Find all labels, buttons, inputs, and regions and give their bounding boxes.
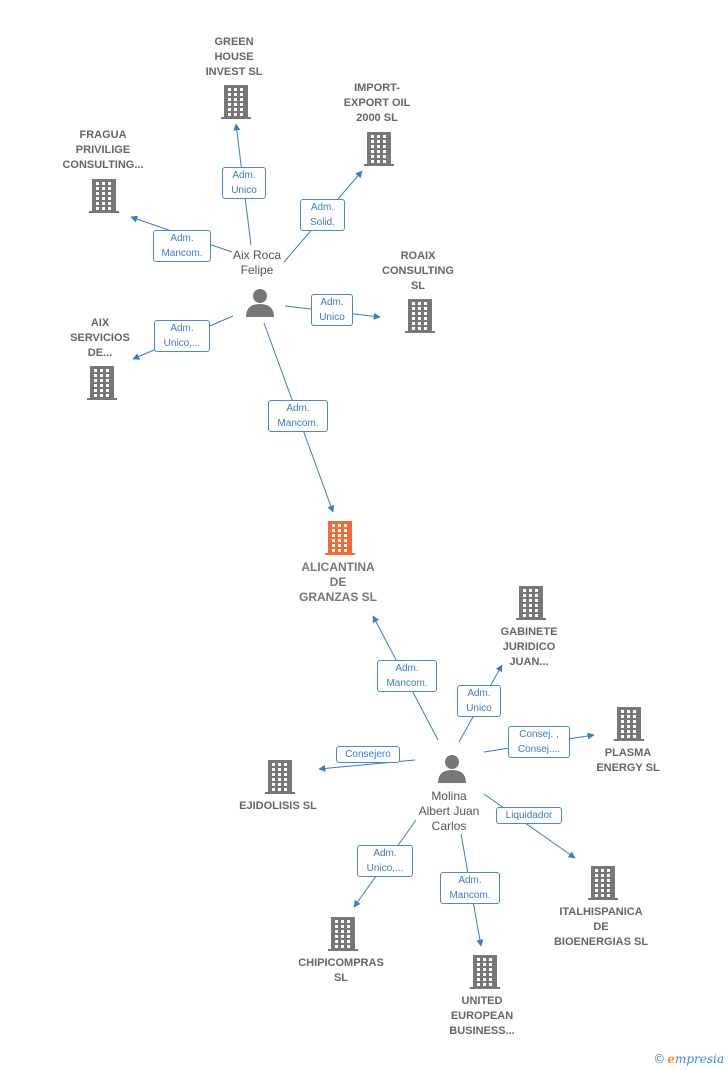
company-label-alicantina[interactable]: ALICANTINA DE GRANZAS SL bbox=[299, 560, 377, 604]
company-label-green-house[interactable]: GREEN HOUSE INVEST SL bbox=[205, 36, 263, 78]
relation-label: Adm. Unico bbox=[311, 294, 353, 326]
relation-label: Adm. Mancom. bbox=[440, 872, 500, 904]
building-icon[interactable] bbox=[328, 917, 358, 951]
relation-label: Adm. Mancom. bbox=[153, 230, 211, 262]
copyright-icon: © bbox=[653, 1052, 666, 1066]
empresia-logo[interactable]: ©empresia bbox=[653, 1052, 724, 1066]
company-label-aix-servicios[interactable]: AIX SERVICIOS DE... bbox=[70, 317, 130, 359]
company-label-gabinete[interactable]: GABINETE JURIDICO JUAN... bbox=[500, 626, 558, 668]
building-icon-focus[interactable] bbox=[325, 521, 355, 555]
building-icon[interactable] bbox=[516, 586, 546, 620]
building-icon[interactable] bbox=[87, 366, 117, 400]
building-icon[interactable] bbox=[588, 866, 618, 900]
person-icon[interactable] bbox=[246, 289, 274, 317]
relation-label: Liquidador bbox=[496, 807, 562, 824]
company-label-chipicompras[interactable]: CHIPICOMPRAS SL bbox=[298, 957, 384, 984]
building-icon[interactable] bbox=[614, 707, 644, 741]
relation-label: Adm. Mancom. bbox=[377, 660, 437, 692]
relation-label: Adm. Solid. bbox=[300, 199, 345, 231]
person-label-aix-roca[interactable]: Aix Roca Felipe bbox=[232, 248, 282, 277]
relation-label: Adm. Unico,... bbox=[154, 320, 210, 352]
company-label-italhispanica[interactable]: ITALHISPANICA DE BIOENERGIAS SL bbox=[553, 906, 649, 948]
company-label-roaix[interactable]: ROAIX CONSULTING SL bbox=[382, 250, 454, 292]
relation-label: Adm. Mancom. bbox=[268, 400, 328, 432]
company-label-united[interactable]: UNITED EUROPEAN BUSINESS... bbox=[449, 995, 515, 1037]
building-icon[interactable] bbox=[470, 955, 500, 989]
building-icon[interactable] bbox=[364, 132, 394, 166]
person-icon[interactable] bbox=[438, 755, 466, 783]
company-label-plasma[interactable]: PLASMA ENERGY SL bbox=[596, 747, 660, 774]
relation-edge bbox=[483, 793, 576, 859]
company-label-import-export[interactable]: IMPORT- EXPORT OIL 2000 SL bbox=[343, 82, 411, 124]
relation-label: Adm. Unico bbox=[222, 167, 266, 199]
relation-label: Adm. Unico,... bbox=[357, 845, 413, 877]
building-icon[interactable] bbox=[221, 85, 251, 119]
relation-label: Consejero bbox=[336, 746, 400, 763]
company-label-ejidolisis[interactable]: EJIDOLISIS SL bbox=[239, 800, 317, 812]
relation-label: Consej. , Consej.... bbox=[508, 726, 570, 758]
building-icon[interactable] bbox=[89, 179, 119, 213]
company-label-fragua[interactable]: FRAGUA PRIVILIGE CONSULTING... bbox=[62, 129, 144, 171]
person-label-molina[interactable]: Molina Albert Juan Carlos bbox=[418, 789, 480, 833]
building-icon[interactable] bbox=[265, 760, 295, 794]
building-icon[interactable] bbox=[405, 299, 435, 333]
relation-label: Adm. Unico bbox=[457, 685, 501, 717]
